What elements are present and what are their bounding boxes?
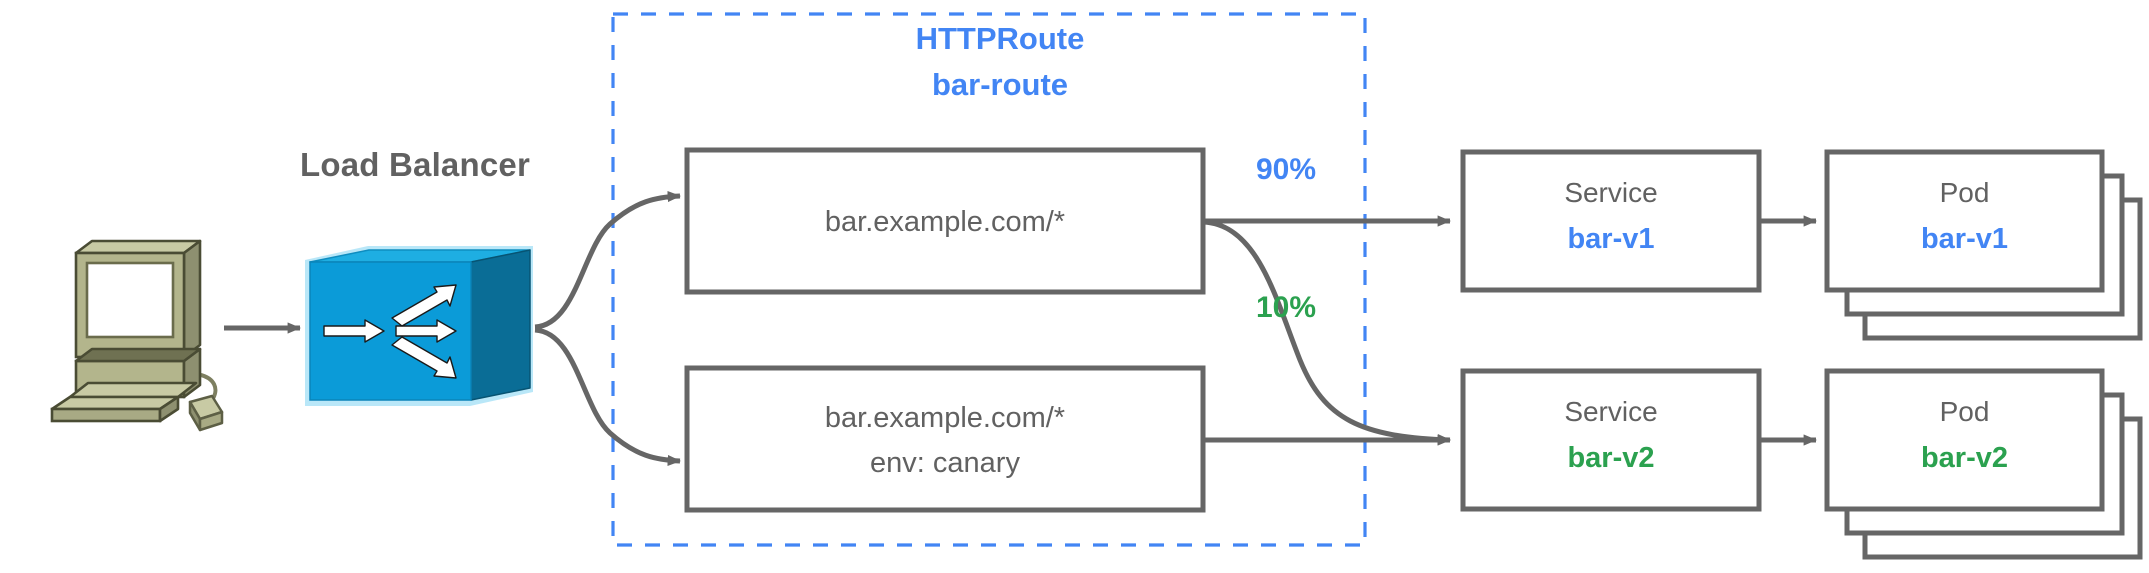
pod-name-label-bar-v2: bar-v2 bbox=[1920, 442, 2009, 474]
weight-label-90: 90% bbox=[1255, 153, 1317, 186]
pod-name-label-bar-v1: bar-v1 bbox=[1920, 223, 2009, 255]
service-kind-label-bar-v2: Service bbox=[1564, 396, 1658, 427]
pod-kind-label-bar-v1: Pod bbox=[1939, 177, 1990, 208]
httproute-kind-label: HTTPRoute bbox=[915, 21, 1085, 56]
arrow-lb-to-rule-primary bbox=[534, 190, 681, 330]
httproute-boundary bbox=[611, 12, 1367, 547]
pod-kind-label-bar-v2: Pod bbox=[1939, 396, 1990, 427]
route-rule-box-canary[interactable] bbox=[684, 365, 1206, 513]
pod-card-front-bar-v2[interactable] bbox=[1824, 368, 2105, 512]
pod-card-front-bar-v1[interactable] bbox=[1824, 149, 2105, 293]
service-name-label-bar-v1: bar-v1 bbox=[1567, 223, 1655, 255]
route-rule-primary-match: bar.example.com/* bbox=[824, 206, 1066, 238]
desktop-computer-icon bbox=[50, 239, 224, 432]
service-box-bar-v1[interactable] bbox=[1460, 149, 1762, 293]
load-balancer-title: Load Balancer bbox=[299, 146, 530, 183]
weight-label-10: 10% bbox=[1255, 291, 1317, 324]
service-box-bar-v2[interactable] bbox=[1460, 368, 1762, 512]
pod-stack-bar-v1[interactable] bbox=[1824, 149, 2143, 341]
service-kind-label-bar-v1: Service bbox=[1564, 177, 1658, 208]
pod-stack-bar-v2[interactable] bbox=[1824, 368, 2143, 560]
route-rule-canary-header: env: canary bbox=[870, 447, 1020, 479]
arrow-lb-to-rule-canary bbox=[534, 327, 681, 467]
service-name-label-bar-v2: bar-v2 bbox=[1567, 442, 1655, 474]
arrow-rule-primary-to-service-v2 bbox=[1202, 219, 1451, 446]
load-balancer-switch-icon bbox=[305, 246, 533, 406]
httproute-name-label: bar-route bbox=[931, 67, 1069, 102]
route-rule-canary-match: bar.example.com/* bbox=[824, 402, 1066, 434]
